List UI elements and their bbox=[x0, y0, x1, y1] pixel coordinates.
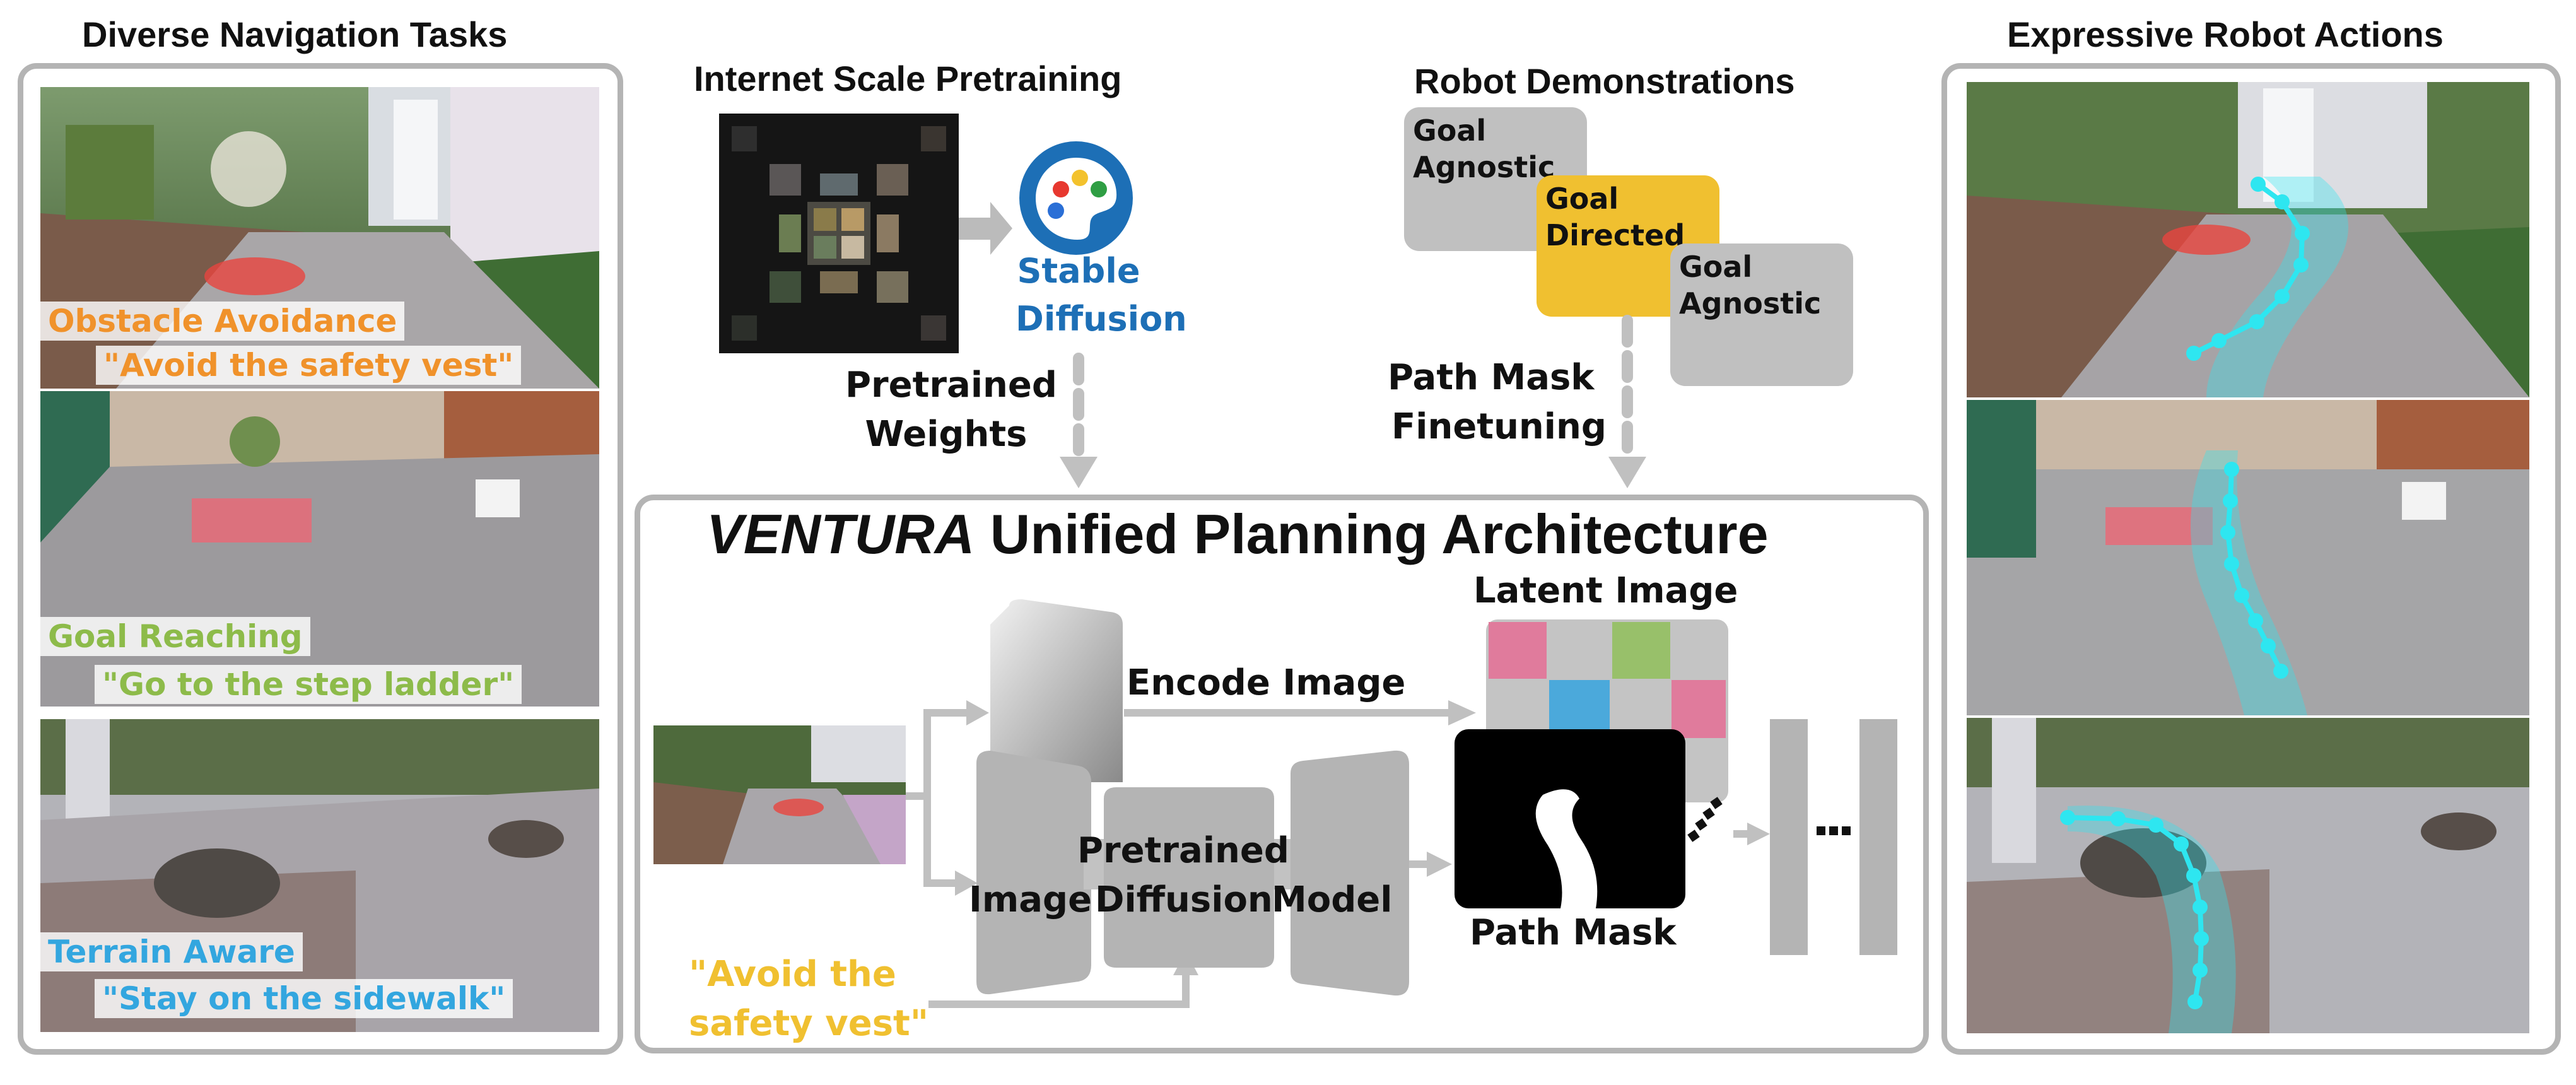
output-layer-2 bbox=[1859, 719, 1897, 955]
architecture-panel bbox=[635, 495, 1929, 1053]
action-photo-3 bbox=[1967, 718, 2529, 1033]
latent-cell-blue bbox=[1549, 680, 1610, 738]
action-path-band-1 bbox=[2206, 177, 2348, 397]
model-word-image: Image bbox=[969, 879, 1092, 920]
prompt-line-1: "Avoid the bbox=[689, 954, 896, 995]
action-path-band-3 bbox=[2068, 806, 2236, 1033]
right-panel bbox=[1941, 63, 2561, 1055]
input-split-line bbox=[906, 709, 970, 887]
architecture-title-rest: Unified Planning Architecture bbox=[975, 503, 1769, 565]
obstacle-avoidance-instruction: "Avoid the safety vest" bbox=[96, 346, 522, 385]
encode-image-label: Encode Image bbox=[1127, 662, 1406, 703]
right-panel-title: Expressive Robot Actions bbox=[2007, 15, 2444, 54]
goal-agnostic-box-2: Goal Agnostic bbox=[1670, 243, 1853, 386]
mask-ellipsis-dot-4 bbox=[1687, 830, 1700, 842]
prompt-line bbox=[928, 971, 1190, 1008]
obstacle-avoidance-label: Obstacle Avoidance bbox=[40, 302, 405, 341]
goal-reaching-photo bbox=[40, 391, 599, 707]
goal-reaching-instruction: "Go to the step ladder" bbox=[95, 665, 522, 704]
image-collage bbox=[719, 114, 959, 353]
stable-diffusion-label-1: Stable bbox=[1017, 251, 1140, 291]
mask-ellipsis-dot-2 bbox=[1702, 807, 1715, 820]
goal-agnostic-2-line1: Goal bbox=[1679, 250, 1753, 284]
goal-agnostic-1-line2: Agnostic bbox=[1413, 150, 1555, 184]
mask-ellipsis-dot-3 bbox=[1710, 797, 1723, 809]
collage-to-sd-arrow bbox=[959, 202, 1012, 255]
latent-image-label: Latent Image bbox=[1473, 570, 1738, 611]
model-word-pretrained: Pretrained bbox=[1077, 830, 1289, 871]
unet-input-arrowhead bbox=[955, 871, 978, 896]
image-encoder-block bbox=[990, 599, 1123, 782]
path-mask-finetuning-label-2: Finetuning bbox=[1391, 406, 1607, 447]
path-mask-finetuning-label-1: Path Mask bbox=[1388, 357, 1595, 398]
unet-right-block bbox=[1291, 750, 1409, 996]
latent-cell-green bbox=[1612, 622, 1670, 679]
encode-image-arrowhead bbox=[1448, 700, 1476, 725]
pretrained-weights-label-2: Weights bbox=[865, 414, 1027, 455]
goal-agnostic-1-line1: Goal bbox=[1413, 114, 1487, 148]
latent-cell-pink-1 bbox=[1489, 622, 1547, 679]
model-word-model: Model bbox=[1272, 879, 1393, 920]
goal-directed-line1: Goal bbox=[1545, 182, 1619, 216]
output-layer-1 bbox=[1770, 719, 1808, 955]
left-panel-title: Diverse Navigation Tasks bbox=[82, 15, 508, 54]
to-layers-arrowhead bbox=[1747, 823, 1770, 845]
action-photo-1 bbox=[1967, 82, 2529, 397]
output-layer-ellipsis-2 bbox=[1829, 826, 1838, 835]
latent-cell-pink-2 bbox=[1671, 680, 1726, 738]
stable-diffusion-icon bbox=[1017, 139, 1135, 257]
unet-middle-block bbox=[1104, 787, 1274, 968]
action-path-band-2 bbox=[2191, 450, 2307, 715]
pretraining-title: Internet Scale Pretraining bbox=[694, 59, 1122, 98]
terrain-aware-instruction: "Stay on the sidewalk" bbox=[95, 979, 513, 1018]
architecture-title: VENTURA Unified Planning Architecture bbox=[706, 502, 1769, 566]
goal-agnostic-2-line2: Agnostic bbox=[1679, 286, 1822, 320]
path-mask-label: Path Mask bbox=[1470, 912, 1677, 953]
model-to-mask-arrowhead bbox=[1427, 852, 1452, 877]
goal-directed-line2: Directed bbox=[1545, 218, 1685, 252]
pretrained-weights-label-1: Pretrained bbox=[845, 365, 1057, 406]
demonstrations-title: Robot Demonstrations bbox=[1414, 61, 1795, 101]
unet-left-block bbox=[976, 751, 1091, 995]
architecture-title-italic: VENTURA bbox=[706, 503, 975, 565]
terrain-aware-label: Terrain Aware bbox=[40, 932, 303, 971]
output-layer-ellipsis-1 bbox=[1817, 826, 1825, 835]
goal-reaching-label: Goal Reaching bbox=[40, 617, 310, 656]
left-panel bbox=[18, 63, 623, 1055]
output-layer-ellipsis-3 bbox=[1842, 826, 1851, 835]
mask-ellipsis-dot-1 bbox=[1695, 818, 1707, 831]
encoder-input-arrowhead bbox=[966, 700, 989, 725]
finetune-arrowhead bbox=[1608, 457, 1646, 488]
path-mask-shape bbox=[1535, 789, 1598, 908]
model-word-diffusion: Diffusion bbox=[1095, 879, 1273, 920]
input-image bbox=[653, 725, 906, 864]
prompt-line-2: safety vest" bbox=[689, 1003, 928, 1044]
action-photo-2 bbox=[1967, 400, 2529, 715]
weights-arrowhead bbox=[1060, 457, 1098, 488]
